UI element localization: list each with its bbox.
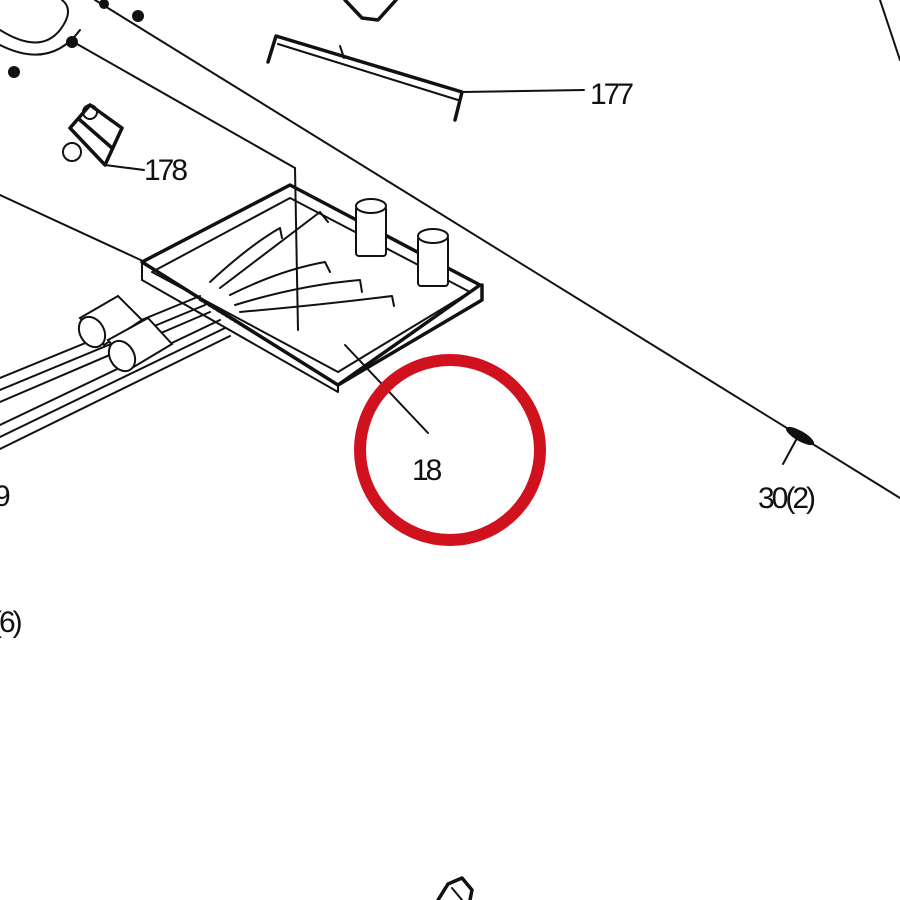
bolt-icon xyxy=(132,10,144,22)
ferrite-bead-icon xyxy=(77,294,144,349)
part-30-screw xyxy=(782,426,815,465)
capacitor-icon xyxy=(417,228,449,287)
highlight-circle xyxy=(354,354,546,546)
ferrite-bead-icon xyxy=(106,316,174,373)
callout-6-partial: (6) xyxy=(0,606,22,639)
part-177-bracket xyxy=(266,34,585,122)
bolt-icon xyxy=(66,36,78,48)
callout-177: 177 xyxy=(590,78,633,111)
frame-outline-lines xyxy=(0,0,900,499)
part-18-board xyxy=(140,183,484,434)
cable-harness xyxy=(0,294,231,450)
top-left-assembly xyxy=(0,0,144,78)
callout-9-partial: 9 xyxy=(0,480,10,513)
bolt-icon xyxy=(99,0,109,9)
capacitor-icon xyxy=(355,198,387,257)
callout-178: 178 xyxy=(144,154,187,187)
pin-row xyxy=(199,299,331,381)
bolt-icon xyxy=(8,66,20,78)
part-178-clip xyxy=(62,103,145,171)
callout-18: 18 xyxy=(412,454,442,487)
bottom-part-partial xyxy=(436,876,474,900)
callout-30-2: 30(2) xyxy=(758,482,815,515)
top-bracket-partial xyxy=(343,0,398,22)
